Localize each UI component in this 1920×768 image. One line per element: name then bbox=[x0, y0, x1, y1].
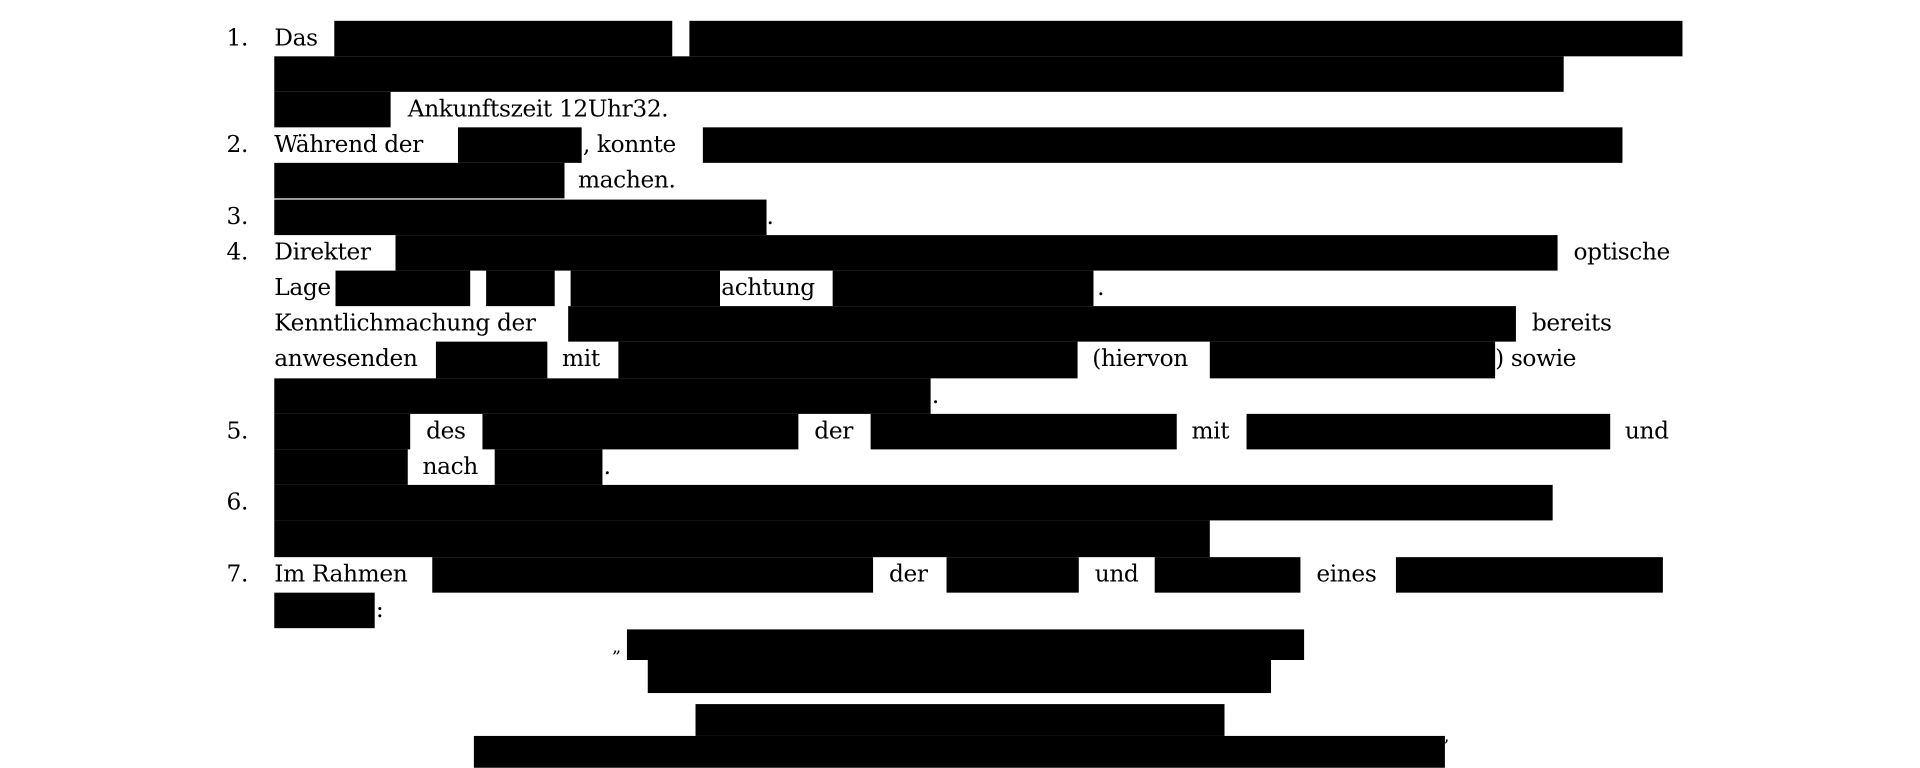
redaction-block bbox=[946, 557, 1079, 593]
text: ) sowie bbox=[1495, 345, 1577, 373]
text: bereits bbox=[1531, 309, 1612, 337]
redaction-block bbox=[570, 270, 721, 307]
text: . bbox=[603, 453, 611, 481]
redaction-block bbox=[274, 199, 767, 236]
text: Während der bbox=[274, 131, 423, 158]
redaction-block bbox=[457, 127, 582, 163]
redaction-block bbox=[274, 484, 1553, 521]
redaction-block bbox=[832, 270, 1094, 307]
redaction-block bbox=[568, 306, 1516, 342]
redaction-block bbox=[494, 449, 603, 485]
item-number: 6. bbox=[226, 488, 249, 516]
redaction-block bbox=[334, 20, 673, 57]
item-number: 7. bbox=[226, 560, 249, 588]
redaction-block bbox=[702, 127, 1623, 163]
redaction-block bbox=[335, 270, 471, 307]
text: . bbox=[766, 203, 774, 231]
text: anwesenden bbox=[274, 345, 418, 373]
redaction-block bbox=[432, 557, 874, 593]
text: , konnte bbox=[582, 131, 676, 158]
redaction-block bbox=[473, 735, 1445, 768]
item-number: 2. bbox=[226, 131, 249, 158]
text: mit bbox=[1191, 417, 1230, 445]
redaction-block bbox=[274, 520, 1210, 558]
text: der bbox=[888, 560, 928, 588]
text: nach bbox=[422, 453, 478, 481]
redaction-block bbox=[482, 413, 799, 450]
redaction-block bbox=[435, 341, 548, 379]
redaction-block bbox=[647, 660, 1272, 694]
redaction-block bbox=[274, 378, 931, 414]
redaction-block bbox=[486, 270, 555, 307]
text: optische bbox=[1573, 238, 1670, 266]
text: Kenntlichmachung der bbox=[274, 309, 536, 337]
text: (hiervon bbox=[1092, 345, 1188, 373]
quote-close: ’ bbox=[1443, 737, 1449, 757]
redaction-block bbox=[274, 413, 411, 450]
text: Direkter bbox=[274, 238, 371, 266]
redaction-block bbox=[395, 235, 1558, 271]
text: Lage bbox=[274, 274, 331, 302]
redaction-block bbox=[1246, 413, 1611, 450]
redaction-block bbox=[274, 56, 1564, 92]
redaction-block bbox=[274, 592, 375, 629]
redaction-block bbox=[695, 704, 1225, 736]
redaction-block bbox=[626, 629, 1305, 661]
quote-open: „ bbox=[612, 637, 621, 658]
text: : bbox=[375, 596, 384, 624]
redaction-block bbox=[274, 449, 408, 485]
item-number: 4. bbox=[226, 238, 249, 266]
redaction-block bbox=[1209, 341, 1496, 379]
text: Im Rahmen bbox=[274, 560, 408, 588]
redaction-block bbox=[689, 20, 1683, 57]
redaction-block bbox=[274, 162, 565, 199]
redaction-block bbox=[870, 413, 1177, 450]
text: und bbox=[1094, 560, 1139, 588]
item-number: 3. bbox=[226, 203, 249, 231]
text: und bbox=[1624, 417, 1669, 445]
text: Das bbox=[274, 24, 318, 52]
redaction-block bbox=[1395, 557, 1663, 593]
text: machen. bbox=[577, 166, 676, 194]
text: . bbox=[1097, 274, 1105, 302]
text: eines bbox=[1316, 560, 1377, 588]
redaction-block bbox=[1154, 557, 1301, 593]
text: Ankunftszeit 12Uhr32. bbox=[407, 95, 669, 123]
redaction-block bbox=[618, 341, 1078, 379]
item-number: 5. bbox=[226, 417, 249, 445]
item-number: 1. bbox=[226, 24, 249, 52]
text: . bbox=[931, 382, 939, 409]
text: des bbox=[426, 417, 466, 445]
text: der bbox=[814, 417, 853, 445]
redaction-block bbox=[274, 91, 391, 128]
text: mit bbox=[562, 345, 600, 373]
text: achtung bbox=[721, 274, 815, 302]
